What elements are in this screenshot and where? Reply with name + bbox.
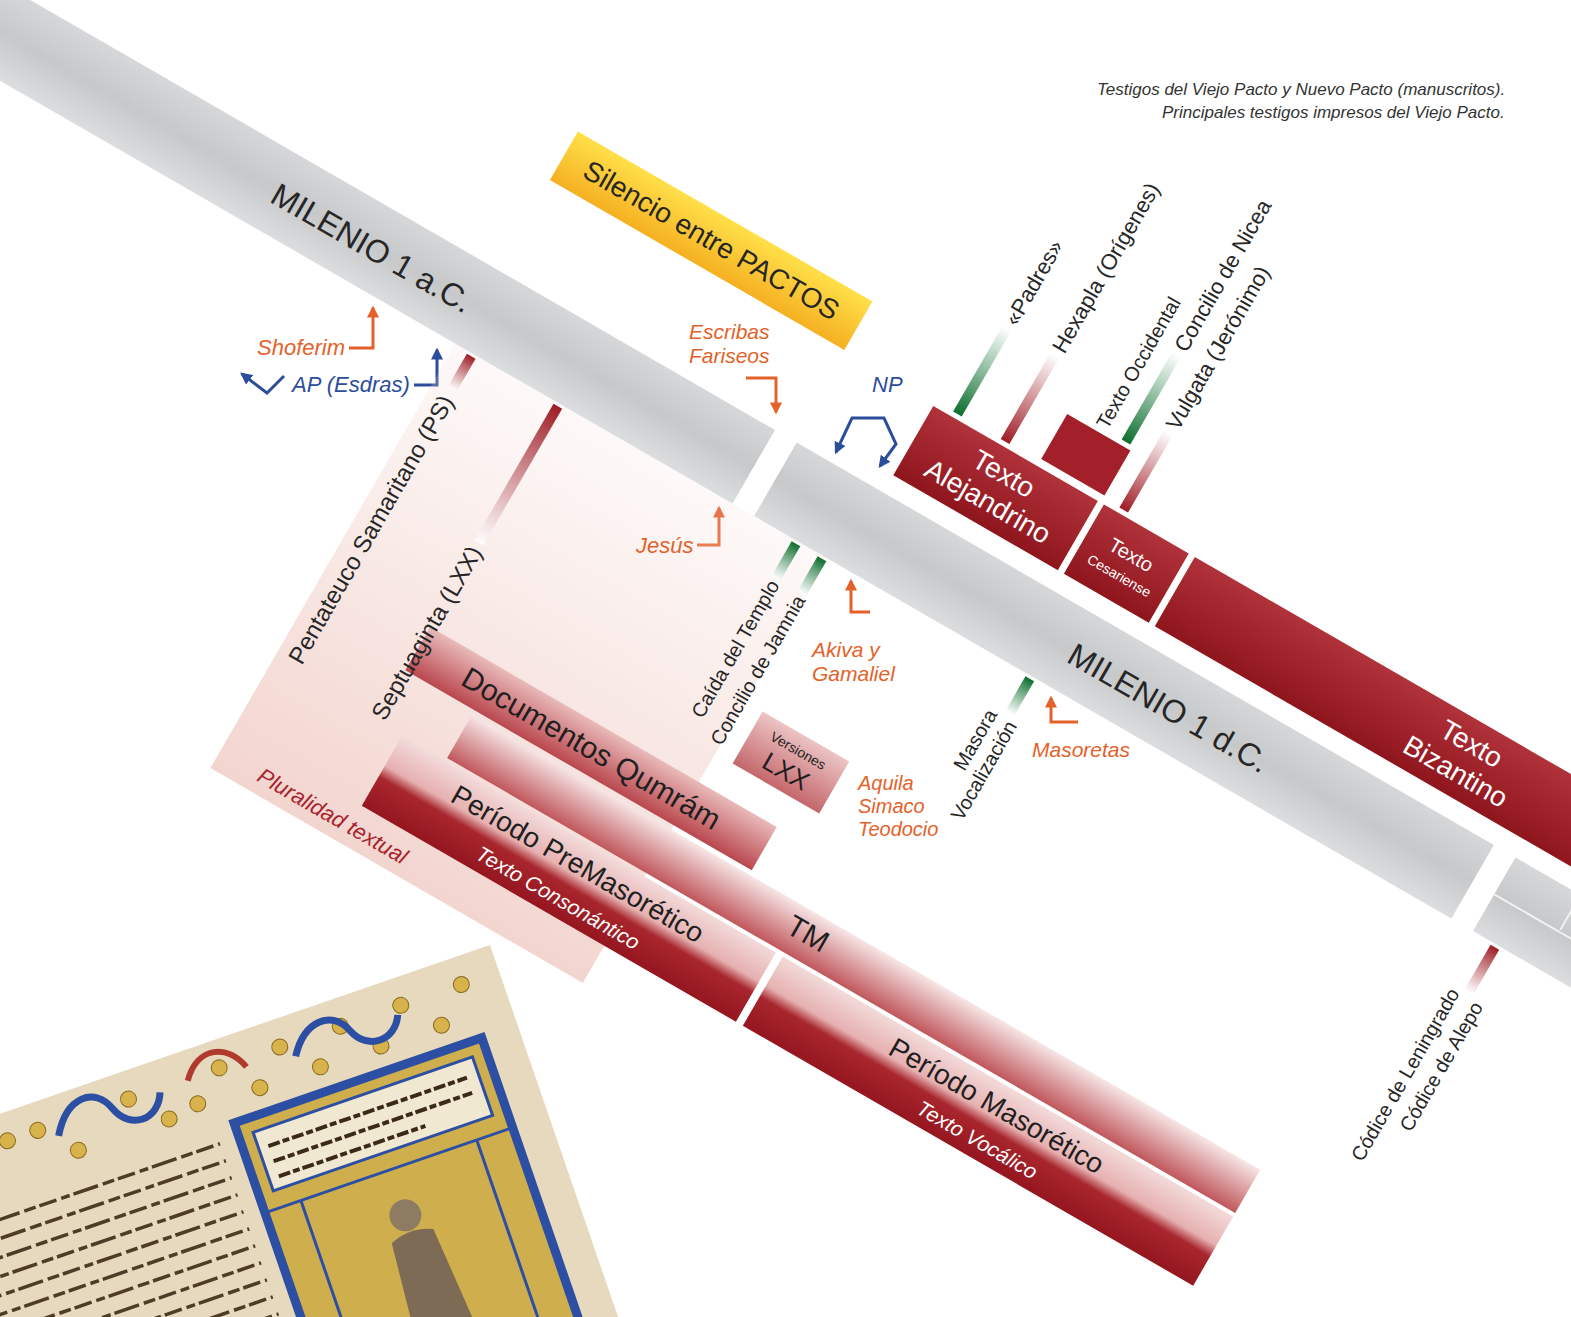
- annotation: Escribas Fariseos: [689, 320, 770, 368]
- parchment: [0, 945, 705, 1317]
- annotation: Aquila Simaco Teodocio: [858, 772, 938, 841]
- text-holder: Silencio entre PACTOS: [577, 154, 844, 327]
- text-holder: NP: [872, 372, 903, 397]
- script-lines: [268, 1078, 477, 1177]
- event-label: Masora Vocalización: [927, 705, 1022, 824]
- period-box: Silencio entre PACTOS: [550, 131, 872, 349]
- witness-line: [474, 404, 562, 546]
- swirl: [182, 1043, 247, 1086]
- text-holder: Masoretas: [1032, 738, 1130, 762]
- text-holder: Aquila Simaco Teodocio: [858, 772, 938, 841]
- text-holder: Testigos del Viejo Pacto y Nuevo Pacto (…: [1097, 80, 1505, 100]
- text-holder: AP (Esdras): [292, 372, 410, 397]
- witness-line: [953, 325, 1012, 417]
- witness-line: [1005, 676, 1034, 716]
- witness-label: «Padres»: [999, 235, 1068, 329]
- witness-line: [1001, 352, 1060, 444]
- text-holder: Principales testigos impresos del Viejo …: [1162, 103, 1505, 123]
- millennium-bar: MILENIO 1 a.C.: [0, 0, 775, 504]
- node-text: Texto Bizantino: [1397, 702, 1529, 815]
- witness-line: [1465, 945, 1500, 995]
- pointer-arrow: [242, 374, 284, 393]
- text-holder: «Padres»: [999, 235, 1068, 329]
- witness-line: [1119, 430, 1173, 513]
- annotation: NP: [872, 372, 903, 397]
- annotation: Akiva y Gamaliel: [812, 638, 907, 686]
- header-note: Principales testigos impresos del Viejo …: [1162, 103, 1505, 123]
- pointer-arrow: [851, 581, 870, 612]
- lattice: [265, 1128, 606, 1317]
- text-holder: Shoferim: [257, 335, 345, 360]
- text-holder: TM: [780, 908, 835, 960]
- text-holder: MILENIO 1 a.C.: [265, 176, 479, 321]
- pointer-arrow: [1051, 698, 1078, 722]
- node-text: Silencio entre PACTOS: [577, 154, 844, 327]
- witness-line: [772, 541, 801, 581]
- pointer-arrow: [746, 378, 776, 412]
- swirl: [288, 997, 404, 1068]
- text-holder: Texto Bizantino: [1397, 702, 1529, 815]
- node-text: MILENIO 1 a.C.: [265, 176, 479, 321]
- witness-line: [798, 556, 827, 596]
- bracket-arrow: [836, 418, 896, 466]
- text-holder: Escribas Fariseos: [689, 320, 770, 368]
- annotation: Jesús: [636, 533, 693, 558]
- pointer-arrow: [349, 308, 373, 348]
- annotation: Shoferim: [257, 335, 345, 360]
- panel-header: [253, 1057, 493, 1191]
- header-note: Testigos del Viejo Pacto y Nuevo Pacto (…: [1097, 80, 1505, 100]
- annotation: AP (Esdras): [292, 372, 410, 397]
- millennium-bar: [1473, 858, 1571, 1142]
- witness-line: [448, 354, 476, 392]
- versions-box: VersionesLXX: [733, 712, 850, 814]
- node-text: TM: [780, 908, 835, 960]
- text-holder: Masora Vocalización: [927, 705, 1022, 824]
- text-holder: Jesús: [636, 533, 693, 558]
- gold-panel: [234, 1038, 605, 1317]
- figure-body: [375, 1219, 510, 1317]
- pointer-arrow: [414, 350, 437, 385]
- script-lines: [0, 1053, 651, 1317]
- text-holder: Akiva y Gamaliel: [812, 638, 907, 686]
- swirl: [50, 1074, 167, 1147]
- annotation: Masoretas: [1032, 738, 1130, 762]
